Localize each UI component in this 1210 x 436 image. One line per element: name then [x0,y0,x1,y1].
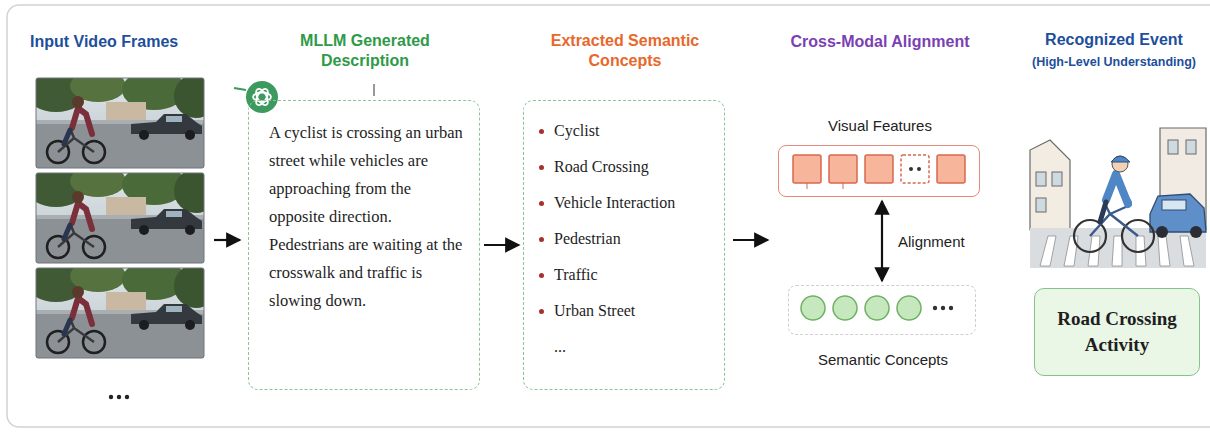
concept-item: Urban Street [524,293,724,329]
header-label: (High-Level Understanding) [1022,52,1206,72]
concept-text: Vehicle Interaction [554,194,675,211]
bullet-dot [539,201,544,206]
chatgpt-logo [234,81,278,113]
concept-item: Vehicle Interaction [524,185,724,221]
video-frame [26,165,218,263]
concept-text: Cyclist [554,122,599,139]
concept-item: ... [524,329,724,365]
tick-mark [373,84,374,96]
header-label: Recognized Event [1022,30,1206,50]
bullet-dot [539,309,544,314]
bullet-dot [539,237,544,242]
concept-item: Cyclist [524,113,724,149]
concept-text: Pedestrian [554,230,621,247]
concept-text: Urban Street [554,302,635,319]
bullet-dot [539,165,544,170]
flow-arrow [733,239,768,241]
connector-arrow [484,244,519,246]
column-heading: MLLM Generated Description [275,31,455,71]
visual-features-box: Visual Features [778,145,980,197]
video-frame [26,260,218,358]
description-text: A cyclist is crossing an urban street wh… [249,101,479,329]
more-dots [109,395,129,399]
concept-item: Pedestrian [524,221,724,257]
concept-circles [789,286,974,333]
connector-label: Alignment [896,232,967,251]
concept-item: Traffic [524,257,724,293]
bullet-dot [539,129,544,134]
outer-frame [7,5,1210,427]
semantic-concepts-box: Semantic Concepts [788,285,976,335]
concept-item: Road Crossing [524,149,724,185]
panel-heading: Visual Features [779,116,981,136]
concept-list: CyclistRoad CrossingVehicle InteractionP… [524,101,724,375]
connector-arrow [881,201,883,281]
column-heading: Extracted Semantic Concepts [524,31,726,71]
panel-caption: Semantic Concepts [783,350,983,369]
description-box: MLLM Generated DescriptionA cyclist is c… [248,100,480,390]
header-label: Input Video Frames [30,32,220,52]
event-result-box: Road Crossing Activity [1034,288,1200,376]
concept-text: Traffic [554,266,598,283]
event-label: Road Crossing Activity [1035,306,1199,358]
concepts-box: Extracted Semantic ConceptsCyclistRoad C… [523,100,725,390]
concept-text: ... [554,338,566,355]
flow-arrow [214,239,240,241]
concept-text: Road Crossing [554,158,649,175]
feature-squares [779,146,978,195]
recognized-event-illustration [1030,128,1206,268]
bullet-dot [539,273,544,278]
header-label: Cross-Modal Alignment [770,32,990,52]
video-frame [26,70,218,168]
